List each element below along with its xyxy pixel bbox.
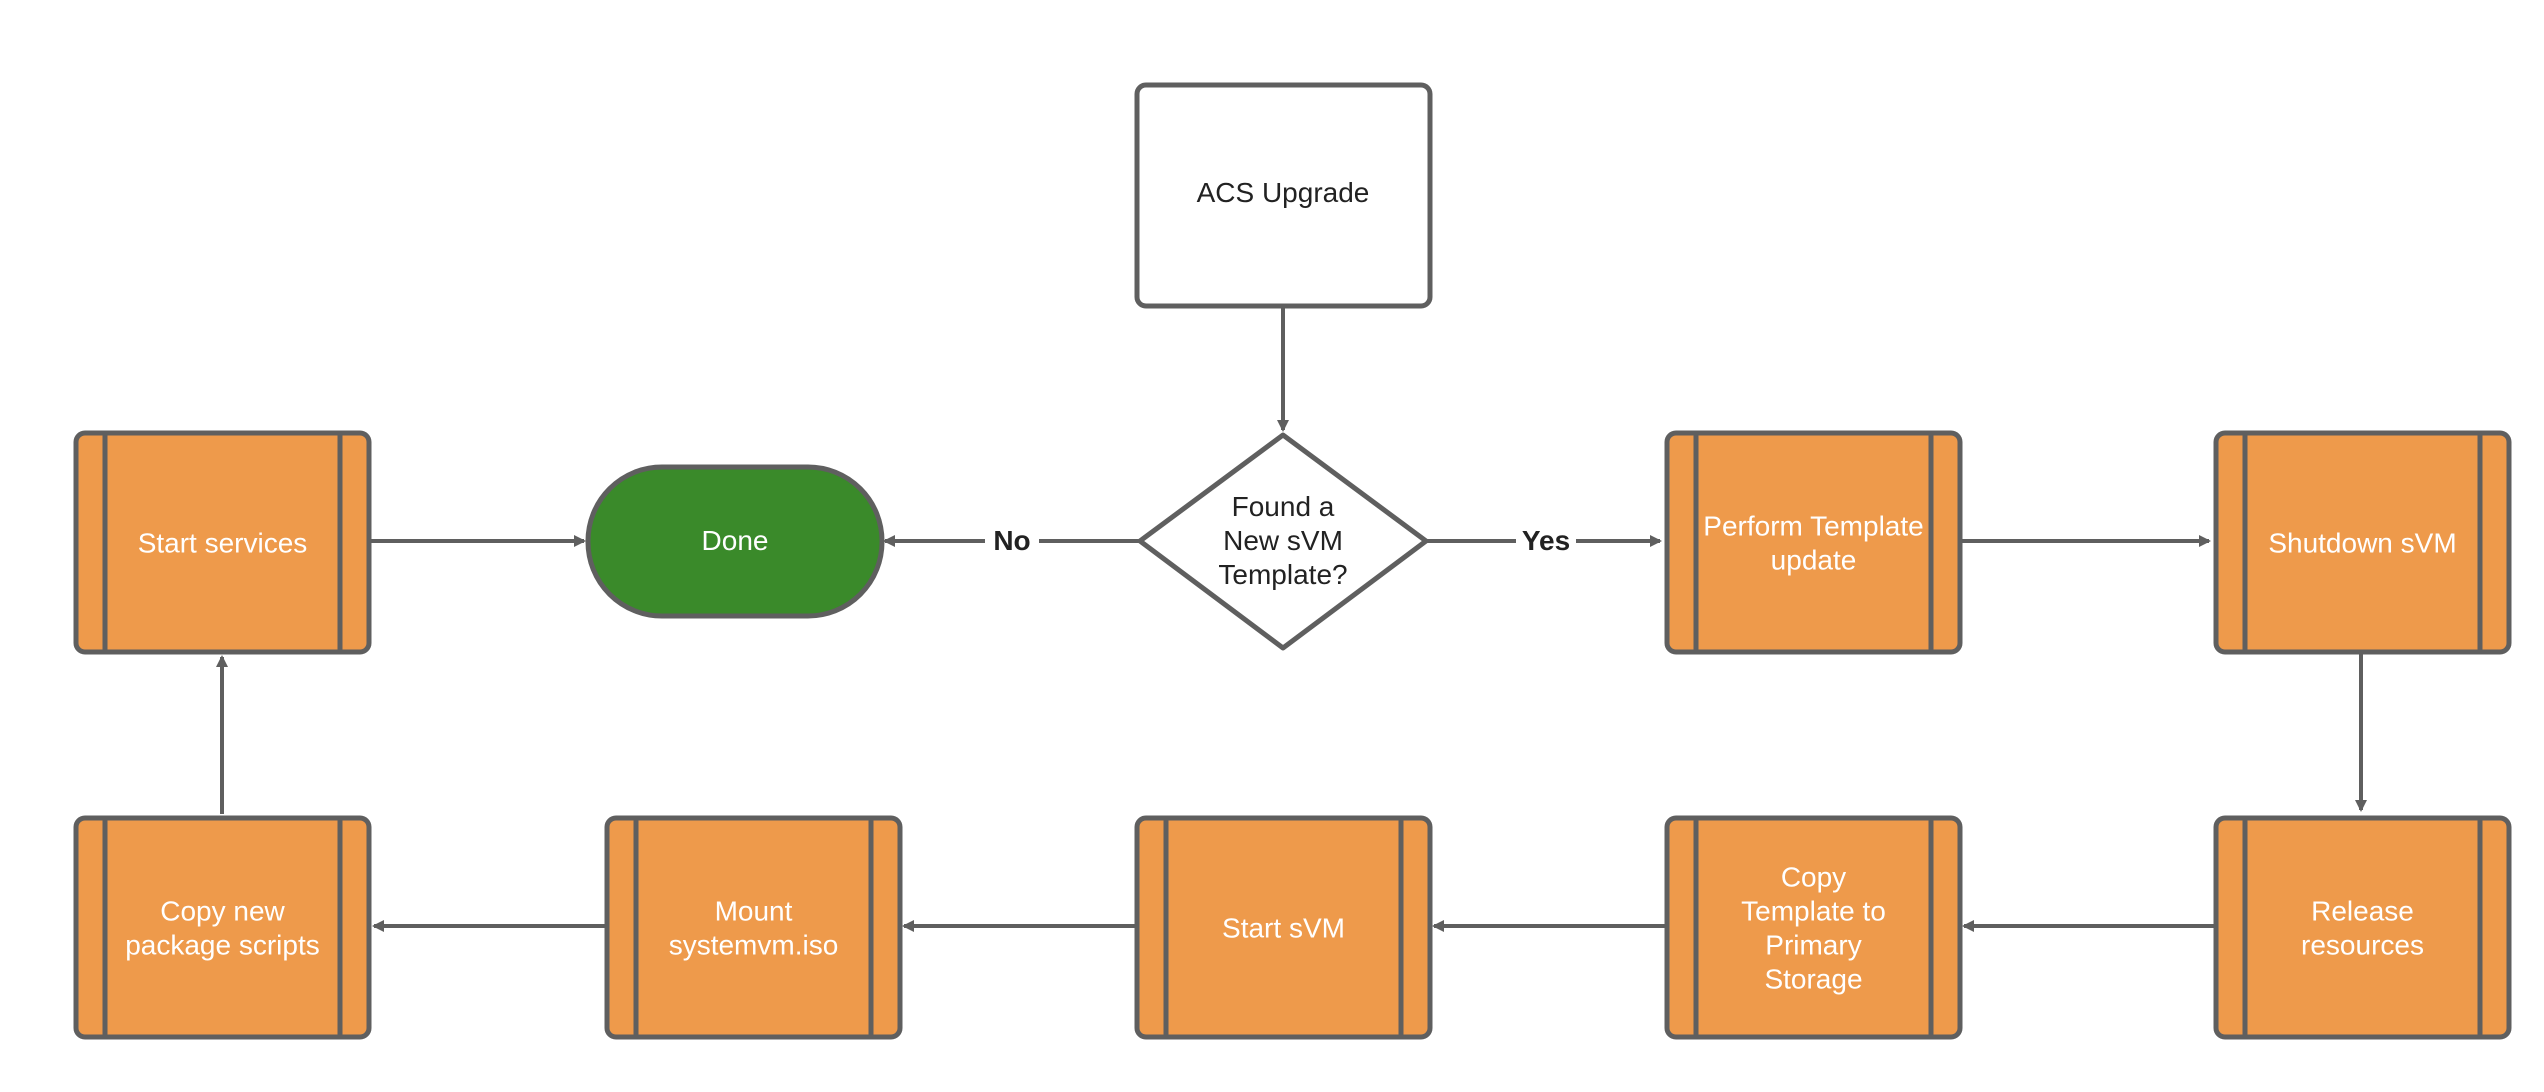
start-svm-label: Start sVM (1222, 913, 1345, 944)
label-line: resources (2301, 930, 2424, 961)
acs-upgrade-node: ACS Upgrade (1134, 82, 1433, 309)
done-label: Done (702, 525, 769, 556)
process-box (604, 815, 903, 1040)
label-line: New sVM (1223, 525, 1343, 556)
label-line: Shutdown sVM (2268, 528, 2456, 559)
label-line: ACS Upgrade (1197, 177, 1370, 208)
label-line: update (1771, 545, 1857, 576)
shutdown-svm-node: Shutdown sVM (2213, 430, 2512, 655)
label-line: Release (2311, 896, 2414, 927)
label-line: systemvm.iso (669, 930, 839, 961)
label-line: Start sVM (1222, 913, 1345, 944)
label-line: Storage (1764, 964, 1862, 995)
label-line: package scripts (125, 930, 320, 961)
edge-label-yes: Yes (1522, 525, 1570, 556)
label-line: Found a (1232, 491, 1335, 522)
shutdown-svm-label: Shutdown sVM (2268, 528, 2456, 559)
process-box (1134, 815, 1433, 1040)
label-line: Copy (1781, 862, 1846, 893)
process-box (1664, 430, 1963, 655)
process-box (73, 430, 372, 655)
yes-label-bg (1516, 522, 1576, 558)
acs-upgrade-label: ACS Upgrade (1197, 177, 1370, 208)
done-node: Done (585, 464, 885, 619)
start-svm-node: Start sVM (1134, 815, 1433, 1040)
start-services-label: Start services (138, 528, 308, 559)
label-line: Mount (715, 896, 793, 927)
label-line: Primary (1765, 930, 1861, 961)
label-line: Done (702, 525, 769, 556)
label-line: Template to (1741, 896, 1886, 927)
label-line: Copy new (160, 896, 285, 927)
process-box (2213, 430, 2512, 655)
label-line: Template? (1218, 559, 1347, 590)
label-line: Perform Template (1703, 511, 1923, 542)
connectors (216, 306, 2367, 932)
process-box (73, 815, 372, 1040)
label-line: Start services (138, 528, 308, 559)
no-label-bg (985, 522, 1039, 558)
start-services-node: Start services (73, 430, 372, 655)
edge-label-no: No (993, 525, 1030, 556)
process-box (1664, 815, 1963, 1040)
process-box (2213, 815, 2512, 1040)
